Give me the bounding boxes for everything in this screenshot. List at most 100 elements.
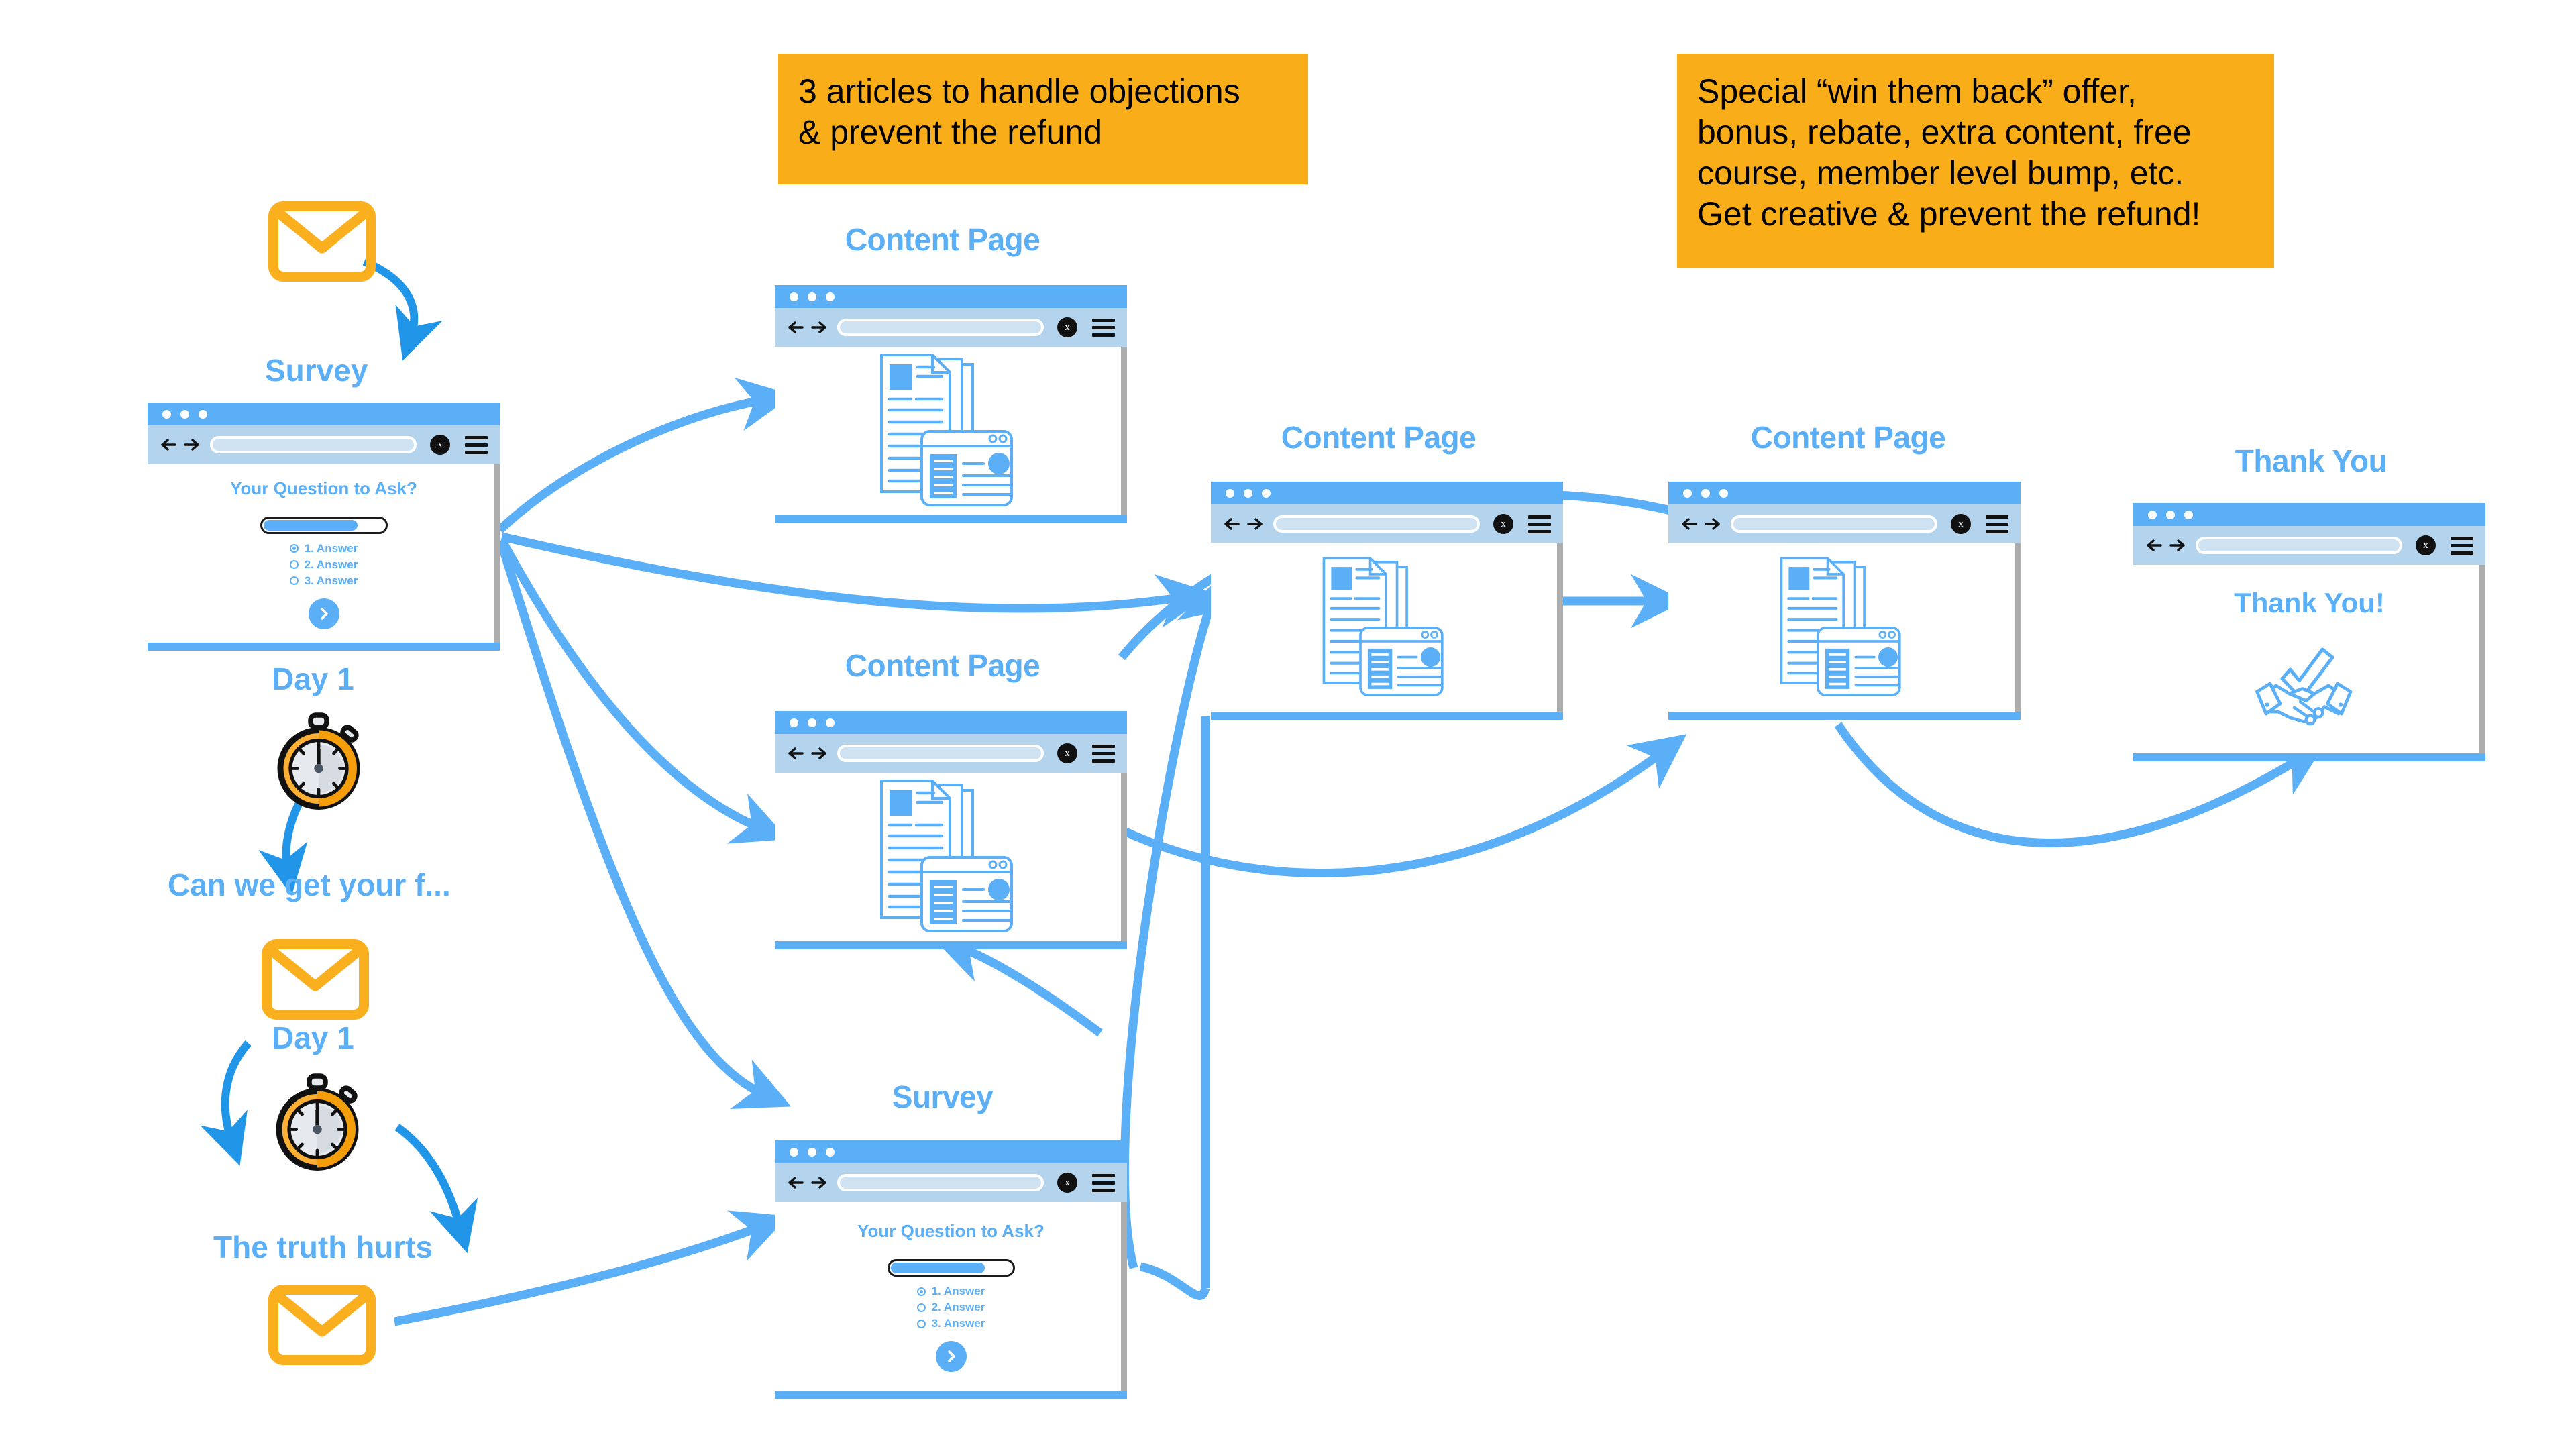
window-dot: [1683, 488, 1692, 498]
survey-option-label: 1. Answer: [931, 1285, 985, 1297]
x-circle-icon[interactable]: x: [430, 435, 450, 455]
arrow-right-icon: [811, 321, 826, 333]
page-title-content-3: Content Page: [1281, 420, 1477, 455]
survey-options: 1. Answer 2. Answer 3. Answer: [916, 1285, 985, 1330]
browser-toolbar: x: [2133, 526, 2485, 565]
browser-window-survey-top[interactable]: x Your Question to Ask? 1. Answer 2. Ans…: [148, 402, 500, 651]
arrow-survey-to-survey2: [497, 543, 792, 1109]
documents-stack-icon: [1780, 557, 1901, 696]
nav-arrows[interactable]: [787, 321, 828, 334]
arrow-right-icon: [1247, 518, 1263, 530]
window-dot: [199, 409, 207, 419]
nav-arrows[interactable]: [160, 438, 201, 451]
browser-window-content-3[interactable]: x: [1211, 482, 1563, 720]
window-dot: [2184, 510, 2193, 519]
arrow-survey-to-content3: [500, 532, 1213, 628]
chevron-right-icon: [320, 607, 328, 620]
radio-icon[interactable]: [289, 560, 299, 569]
hamburger-menu-icon[interactable]: [1092, 318, 1115, 337]
x-circle-icon[interactable]: x: [1057, 317, 1077, 337]
survey-option[interactable]: 1. Answer: [289, 542, 358, 555]
radio-icon[interactable]: [916, 1319, 926, 1328]
stopwatch-icon: [268, 711, 369, 812]
survey-option[interactable]: 2. Answer: [916, 1301, 985, 1314]
arrow-right-icon: [2169, 539, 2185, 551]
window-dot: [1226, 488, 1234, 498]
scrollbar[interactable]: [1121, 347, 1127, 515]
arrow-survey-to-content2: [498, 537, 788, 844]
browser-toolbar: x: [775, 308, 1127, 347]
nav-arrows[interactable]: [787, 747, 828, 760]
content-page-body: [1211, 543, 1563, 712]
nav-arrows[interactable]: [2145, 539, 2186, 552]
window-footer-bar: [1211, 712, 1563, 720]
nav-arrows[interactable]: [1680, 517, 1721, 531]
scrollbar[interactable]: [1121, 1202, 1127, 1391]
window-dot: [790, 718, 798, 727]
survey-question: Your Question to Ask?: [230, 478, 417, 498]
window-titlebar: [148, 402, 500, 425]
content-page-body: [775, 347, 1127, 515]
survey-option[interactable]: 1. Answer: [916, 1285, 985, 1298]
window-dot: [790, 292, 798, 301]
scrollbar[interactable]: [1121, 773, 1127, 941]
url-input[interactable]: [837, 319, 1044, 336]
survey-option[interactable]: 3. Answer: [289, 574, 358, 588]
hamburger-menu-icon[interactable]: [1528, 515, 1551, 533]
hamburger-menu-icon[interactable]: [2451, 536, 2473, 555]
window-dot: [1701, 488, 1710, 498]
radio-selected-icon[interactable]: [916, 1287, 926, 1296]
hamburger-menu-icon[interactable]: [1092, 744, 1115, 763]
browser-window-content-4[interactable]: x: [1668, 482, 2021, 720]
survey-option[interactable]: 3. Answer: [916, 1317, 985, 1330]
next-button[interactable]: [308, 598, 339, 629]
x-circle-icon[interactable]: x: [1057, 743, 1077, 763]
browser-window-survey-bottom[interactable]: x Your Question to Ask? 1. Answer 2. Ans…: [775, 1140, 1127, 1399]
x-circle-icon[interactable]: x: [1057, 1173, 1077, 1193]
url-input[interactable]: [1731, 515, 1937, 533]
x-circle-icon[interactable]: x: [2416, 535, 2436, 555]
radio-icon[interactable]: [289, 576, 299, 585]
radio-icon[interactable]: [916, 1303, 926, 1312]
survey-option-label: 3. Answer: [931, 1317, 985, 1330]
survey-progress-bar: [260, 516, 388, 534]
hamburger-menu-icon[interactable]: [465, 435, 488, 454]
handshake-check-icon: [2255, 647, 2353, 725]
survey-option[interactable]: 2. Answer: [289, 558, 358, 572]
scrollbar[interactable]: [2015, 543, 2021, 712]
x-circle-icon[interactable]: x: [1951, 514, 1971, 534]
arrow-left-icon: [161, 439, 176, 451]
window-dot: [826, 718, 835, 727]
nav-arrows[interactable]: [1223, 517, 1264, 531]
browser-toolbar: x: [1668, 504, 2021, 543]
browser-window-content-2[interactable]: x: [775, 711, 1127, 949]
callout-articles: 3 articles to handle objections & preven…: [778, 54, 1308, 184]
survey-content: Your Question to Ask? 1. Answer 2. Answe…: [775, 1202, 1127, 1391]
url-input[interactable]: [2196, 537, 2402, 554]
browser-window-content-1[interactable]: x: [775, 285, 1127, 523]
browser-window-thank-you[interactable]: x Thank You!: [2133, 503, 2485, 761]
window-footer-bar: [775, 515, 1127, 523]
scrollbar[interactable]: [494, 464, 500, 643]
url-input[interactable]: [210, 436, 417, 453]
label-day1-a: Day 1: [272, 661, 354, 696]
scrollbar[interactable]: [1557, 543, 1563, 712]
label-email-subject-1: Can we get your f...: [168, 867, 451, 902]
window-dot: [1719, 488, 1728, 498]
nav-arrows[interactable]: [787, 1176, 828, 1189]
window-dot: [1262, 488, 1271, 498]
page-title-thank-you: Thank You: [2235, 443, 2387, 478]
window-titlebar: [1668, 482, 2021, 504]
arrow-survey2-to-content3: [1120, 576, 1229, 1269]
x-circle-icon[interactable]: x: [1493, 514, 1513, 534]
arrow-left-icon: [2147, 539, 2162, 551]
url-input[interactable]: [1273, 515, 1480, 533]
hamburger-menu-icon[interactable]: [1092, 1173, 1115, 1192]
window-footer-bar: [2133, 753, 2485, 761]
next-button[interactable]: [935, 1341, 967, 1372]
scrollbar[interactable]: [2479, 565, 2485, 753]
radio-selected-icon[interactable]: [289, 544, 299, 553]
hamburger-menu-icon[interactable]: [1986, 515, 2008, 533]
url-input[interactable]: [837, 1174, 1044, 1191]
url-input[interactable]: [837, 745, 1044, 762]
